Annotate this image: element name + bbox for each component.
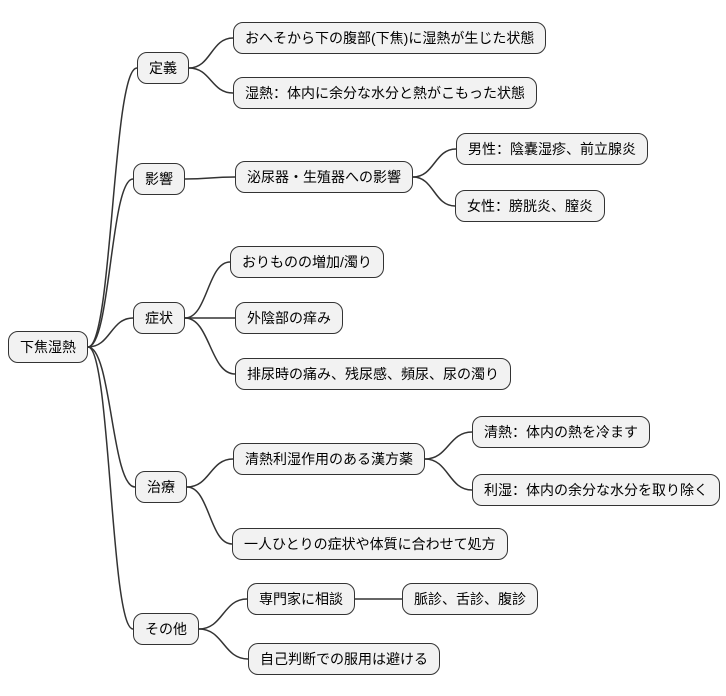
- node-treatment: 治療: [135, 471, 187, 503]
- edge-root-influence: [87, 178, 134, 348]
- edge-definition-1: [188, 37, 234, 69]
- node-rishitsu-draining: 利湿：体内の余分な水分を取り除く: [472, 474, 720, 506]
- edge-influence-1: [184, 176, 236, 180]
- node-symptom-discharge: おりものの増加/濁り: [230, 246, 384, 278]
- node-root: 下焦湿熱: [8, 331, 88, 363]
- node-influence: 影響: [133, 163, 185, 195]
- node-definition-damp-heat-location: おへそから下の腹部(下焦)に湿熱が生じた状態: [233, 22, 547, 54]
- node-kampo-medicine: 清熱利湿作用のある漢方薬: [233, 443, 425, 475]
- edge-influence-female: [412, 176, 456, 207]
- edge-kampo-seinetsu: [424, 431, 473, 460]
- edge-symptom-1: [184, 261, 231, 319]
- node-male-conditions: 男性：陰嚢湿疹、前立腺炎: [456, 133, 648, 165]
- edge-other-caution: [198, 628, 249, 660]
- edge-symptom-3: [184, 317, 236, 375]
- edge-root-symptoms: [87, 317, 134, 348]
- node-individual-prescription: 一人ひとりの症状や体質に合わせて処方: [232, 528, 508, 560]
- node-avoid-self-medication: 自己判断での服用は避ける: [248, 643, 440, 675]
- node-female-conditions: 女性：膀胱炎、膣炎: [455, 190, 605, 222]
- node-urinary-genital-influence: 泌尿器・生殖器への影響: [235, 161, 413, 193]
- edge-root-other: [87, 346, 134, 630]
- edge-kampo-rishitsu: [424, 458, 473, 491]
- node-consult-specialist: 専門家に相談: [247, 583, 355, 615]
- edge-definition-2: [188, 67, 234, 94]
- node-definition: 定義: [137, 52, 189, 84]
- node-symptom-urination: 排尿時の痛み、残尿感、頻尿、尿の濁り: [235, 358, 511, 390]
- edge-other-consult: [198, 598, 248, 630]
- node-definition-damp-heat-meaning: 湿熱：体内に余分な水分と熱がこもった状態: [233, 77, 537, 109]
- node-diagnosis-methods: 脈診、舌診、腹診: [402, 583, 538, 615]
- edge-root-treatment: [87, 346, 136, 488]
- node-other: その他: [133, 613, 199, 645]
- node-symptom-itching: 外陰部の痒み: [235, 302, 343, 334]
- edge-treatment-2: [186, 486, 233, 545]
- edge-treatment-1: [186, 458, 234, 488]
- edge-root-definition: [87, 67, 138, 348]
- edge-influence-male: [412, 148, 457, 178]
- node-seinetsu-cooling: 清熱：体内の熱を冷ます: [472, 416, 650, 448]
- node-symptoms: 症状: [133, 302, 185, 334]
